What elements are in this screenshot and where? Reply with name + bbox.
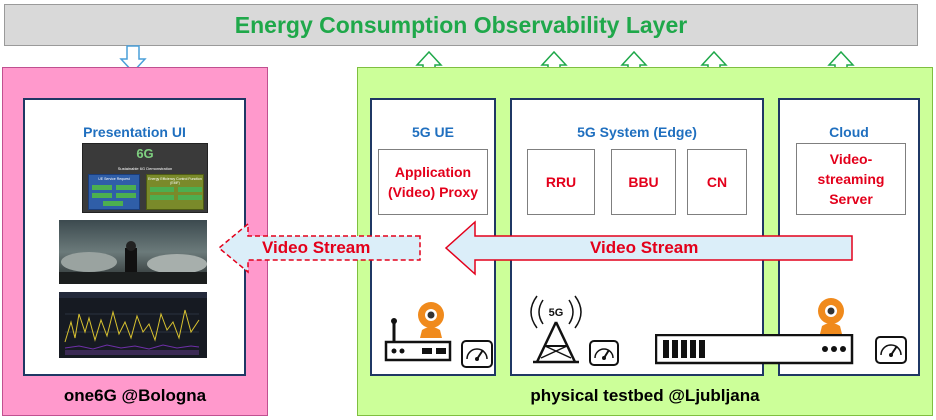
cn-label: CN — [706, 174, 728, 190]
video-stream-arrow-bologna — [217, 222, 421, 274]
down-arrow-icon — [119, 45, 147, 74]
video-stream-label-bologna: Video Stream — [262, 238, 371, 257]
mini-ui-right-title: Energy Efficiency Control Function (EMF) — [148, 177, 202, 185]
tower-5g-label: 5G — [549, 307, 564, 319]
rru-label: RRU — [545, 174, 577, 190]
5g-system-title: 5G System (Edge) — [577, 124, 697, 140]
video-stream-arrow-main — [444, 220, 853, 276]
mini-ui-right-panel: Energy Efficiency Control Function (EMF) — [146, 174, 204, 210]
application-proxy-box: Application (Video) Proxy — [378, 149, 488, 215]
application-proxy-label: Application (Video) Proxy — [388, 164, 478, 200]
ljubljana-site-label: physical testbed @Ljubljana — [530, 386, 760, 405]
video-stream-label-main: Video Stream — [590, 238, 699, 257]
bbu-box: BBU — [611, 149, 676, 215]
5g-tower-icon: 5G — [530, 295, 582, 364]
power-meter-icon — [589, 340, 619, 366]
webcam-icon — [818, 298, 844, 334]
webcam-icon — [418, 302, 444, 338]
ue-title: 5G UE — [411, 124, 454, 140]
power-meter-icon — [875, 336, 907, 364]
presentation-title: Presentation UI — [83, 124, 186, 140]
video-streaming-server-box: Video-streaming Server — [796, 143, 906, 215]
power-meter-icon — [461, 340, 493, 368]
cn-box: CN — [687, 149, 747, 215]
energy-dashboard-chart — [59, 292, 207, 358]
rru-box: RRU — [527, 149, 595, 215]
mini-ui-left-panel: UE Service Request — [88, 174, 140, 210]
one6g-logo: 6G — [136, 146, 154, 161]
presentation-ui-thumbnail: 6G Sustainable 6G Demonstration UE Servi… — [82, 143, 208, 213]
video-stream-arrows — [217, 220, 853, 276]
server-icon — [655, 334, 854, 365]
video-streaming-server-label: Video-streaming Server — [817, 151, 885, 207]
bologna-site-label: one6G @Bologna — [63, 386, 207, 405]
router-icon — [384, 318, 452, 362]
presentation-panel: Presentation UI 6G Sustainable 6G Demons… — [23, 98, 246, 376]
video-frame-image — [59, 220, 207, 284]
observability-layer-title: Energy Consumption Observability Layer — [234, 11, 688, 38]
mini-ui-subtitle: Sustainable 6G Demonstration — [117, 166, 173, 171]
mini-ui-left-title: UE Service Request — [98, 177, 130, 181]
bbu-label: BBU — [628, 174, 659, 190]
observability-layer-bar: Energy Consumption Observability Layer — [4, 4, 918, 46]
cloud-title: Cloud — [829, 124, 869, 140]
